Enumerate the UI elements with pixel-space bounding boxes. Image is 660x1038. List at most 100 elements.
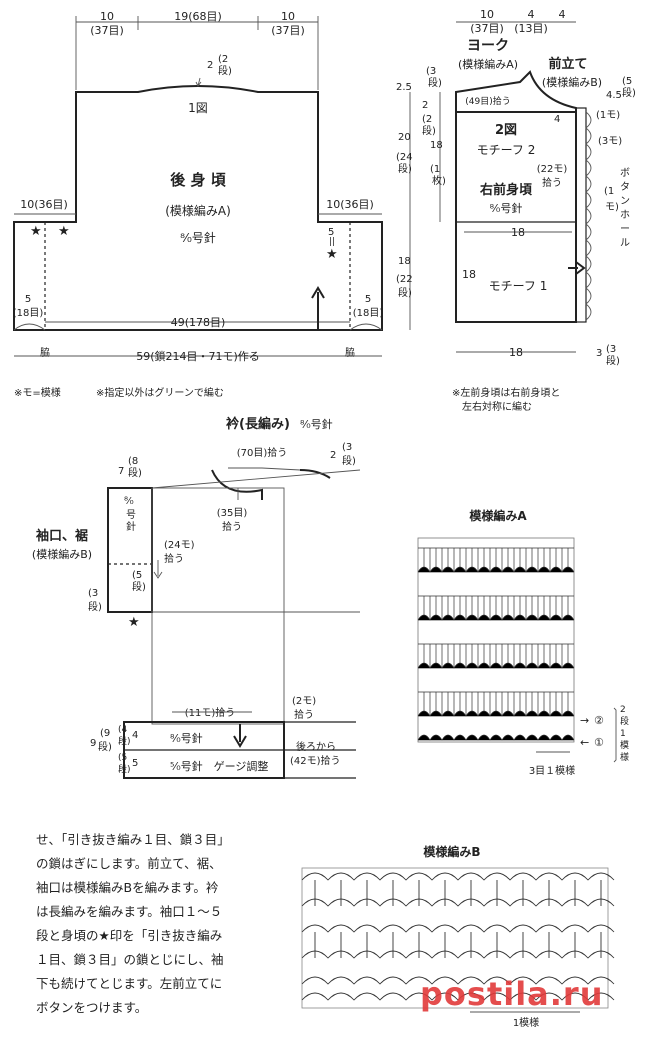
back-neck-2b: (2 xyxy=(218,54,228,65)
svg-text:(3: (3 xyxy=(342,442,352,453)
svg-text:(模様編みA): (模様編みA) xyxy=(458,57,518,71)
waki-left: 脇 xyxy=(40,347,50,359)
instruction-line: ボタンをつけます。 xyxy=(36,1000,148,1015)
instructions-text: せ、「引き抜き編み１目、鎖３目」 の鎖はぎにします。前立て、裾、 袖口は模様編み… xyxy=(36,828,276,1020)
pattern-b-title: 模様編みB xyxy=(423,844,480,859)
svg-text:(3: (3 xyxy=(606,344,616,355)
svg-text:2: 2 xyxy=(330,450,336,461)
svg-text:(模様編みB): (模様編みB) xyxy=(542,75,602,89)
svg-text:ン: ン xyxy=(620,196,630,207)
svg-text:枚): 枚) xyxy=(432,174,446,187)
svg-text:段): 段) xyxy=(118,735,131,747)
svg-text:タ: タ xyxy=(620,181,630,193)
svg-text:3: 3 xyxy=(596,348,602,359)
star-mark: ★ xyxy=(326,247,338,262)
watermark: postila.ru xyxy=(420,975,604,1013)
svg-text:模: 模 xyxy=(620,740,629,751)
svg-text:(1: (1 xyxy=(430,164,440,175)
svg-text:(5: (5 xyxy=(118,753,127,763)
svg-text:①: ① xyxy=(594,736,604,749)
svg-text:(3: (3 xyxy=(88,588,98,599)
svg-text:ボ: ボ xyxy=(620,167,630,179)
svg-text:段): 段) xyxy=(132,580,146,593)
svg-text:3目１模様: 3目１模様 xyxy=(529,764,575,777)
svg-text:②: ② xyxy=(594,714,604,727)
cuff-title: 袖口、裾 xyxy=(36,528,88,544)
svg-text:モ): モ) xyxy=(605,202,619,213)
svg-text:ホ: ホ xyxy=(620,209,630,221)
svg-text:段: 段 xyxy=(620,715,629,727)
svg-text:(9: (9 xyxy=(100,728,110,739)
back-top-dim1: 10 xyxy=(100,10,114,23)
svg-text:2: 2 xyxy=(620,705,626,715)
waki-right: 脇 xyxy=(345,347,355,359)
front-body-diagram: 10 (37目) 4 (13目) 4 ヨーク (模様編みA) 前立て (模様編み… xyxy=(396,8,636,413)
back-body-outline xyxy=(13,85,383,331)
svg-text:(5: (5 xyxy=(132,570,142,581)
svg-text:(11モ)拾う: (11モ)拾う xyxy=(185,706,236,719)
svg-text:7: 7 xyxy=(118,466,124,477)
svg-text:(模様編みB): (模様編みB) xyxy=(32,547,92,561)
svg-text:18: 18 xyxy=(430,140,443,151)
svg-text:(37目): (37目) xyxy=(470,22,504,35)
svg-text:⁵⁄₀号針 ゲージ調整: ⁵⁄₀号針 ゲージ調整 xyxy=(170,759,268,773)
svg-text:4: 4 xyxy=(528,8,535,21)
svg-text:(3: (3 xyxy=(426,66,436,77)
instruction-line: せ、「引き抜き編み１目、鎖３目」 xyxy=(36,832,230,847)
svg-text:2.5: 2.5 xyxy=(396,82,412,93)
star-mark: ★ xyxy=(128,615,140,630)
svg-text:18: 18 xyxy=(462,268,476,281)
pattern-a-chart: 模様編みA → ② ← ① 2 段 1 模 様 3目１ xyxy=(417,508,629,777)
back-mark5: 5 xyxy=(328,227,334,238)
note-mo: ※モ=模様 xyxy=(14,386,61,399)
back-top-dim3b: (37目) xyxy=(271,24,305,37)
svg-text:4: 4 xyxy=(132,730,138,741)
svg-text:(5: (5 xyxy=(622,76,632,87)
svg-text:(1モ): (1モ) xyxy=(596,110,620,121)
svg-text:針: 針 xyxy=(126,520,136,533)
back-hook: ⁸⁄₀号針 xyxy=(180,230,216,245)
svg-text:9: 9 xyxy=(90,738,96,749)
svg-text:(35目): (35目) xyxy=(217,508,248,519)
svg-text:(13目): (13目) xyxy=(514,22,548,35)
svg-text:(1: (1 xyxy=(604,186,614,197)
svg-text:段): 段) xyxy=(88,600,102,613)
back-left-low-b: (18目) xyxy=(13,308,44,319)
star-mark: ★ xyxy=(58,224,70,239)
svg-text:(24モ): (24モ) xyxy=(164,540,195,551)
svg-text:段): 段) xyxy=(118,763,131,775)
svg-text:18: 18 xyxy=(511,226,525,239)
collar-cuff-diagram: 衿(長編み) ⁸⁄₀号針 (70目)拾う 2 (3 段) 7 (8 段) ⁸⁄₀… xyxy=(32,416,361,779)
svg-text:1模様: 1模様 xyxy=(513,1016,539,1029)
svg-text:(2モ): (2モ) xyxy=(292,696,316,707)
instruction-line: の鎖はぎにします。前立て、裾、 xyxy=(36,856,222,871)
svg-text:段): 段) xyxy=(422,124,436,137)
svg-text:段): 段) xyxy=(428,76,442,89)
yoke-title: ヨーク xyxy=(467,38,509,54)
svg-text:(49目)拾う: (49目)拾う xyxy=(465,95,510,107)
svg-text:⁸⁄₀: ⁸⁄₀ xyxy=(124,496,134,507)
svg-text:→: → xyxy=(580,714,589,727)
back-width: 49(178目) xyxy=(171,316,226,329)
star-mark: ★ xyxy=(30,224,42,239)
svg-text:||: || xyxy=(329,237,335,247)
fig2-label: 2図 xyxy=(495,123,517,138)
svg-text:(22モ): (22モ) xyxy=(537,164,568,175)
svg-text:(22: (22 xyxy=(396,274,413,285)
back-pattern: (模様編みA) xyxy=(165,203,231,218)
svg-text:←: ← xyxy=(580,736,589,749)
svg-text:段): 段) xyxy=(128,466,142,479)
svg-text:20: 20 xyxy=(398,132,411,143)
back-neck-dan: 段) xyxy=(218,64,232,77)
pattern-b-chart: 模様編みB 1模様 xyxy=(301,844,615,1029)
back-left-low: 5 xyxy=(25,294,31,305)
svg-text:様: 様 xyxy=(620,751,629,763)
back-right-low-b: (18目) xyxy=(353,308,384,319)
svg-text:4: 4 xyxy=(559,8,566,21)
instruction-line: 袖口は模様編みBを編みます。衿 xyxy=(36,880,219,895)
svg-text:段): 段) xyxy=(622,86,636,99)
svg-text:段): 段) xyxy=(606,354,620,367)
back-top-dim3: 10 xyxy=(281,10,295,23)
svg-text:18: 18 xyxy=(509,346,523,359)
